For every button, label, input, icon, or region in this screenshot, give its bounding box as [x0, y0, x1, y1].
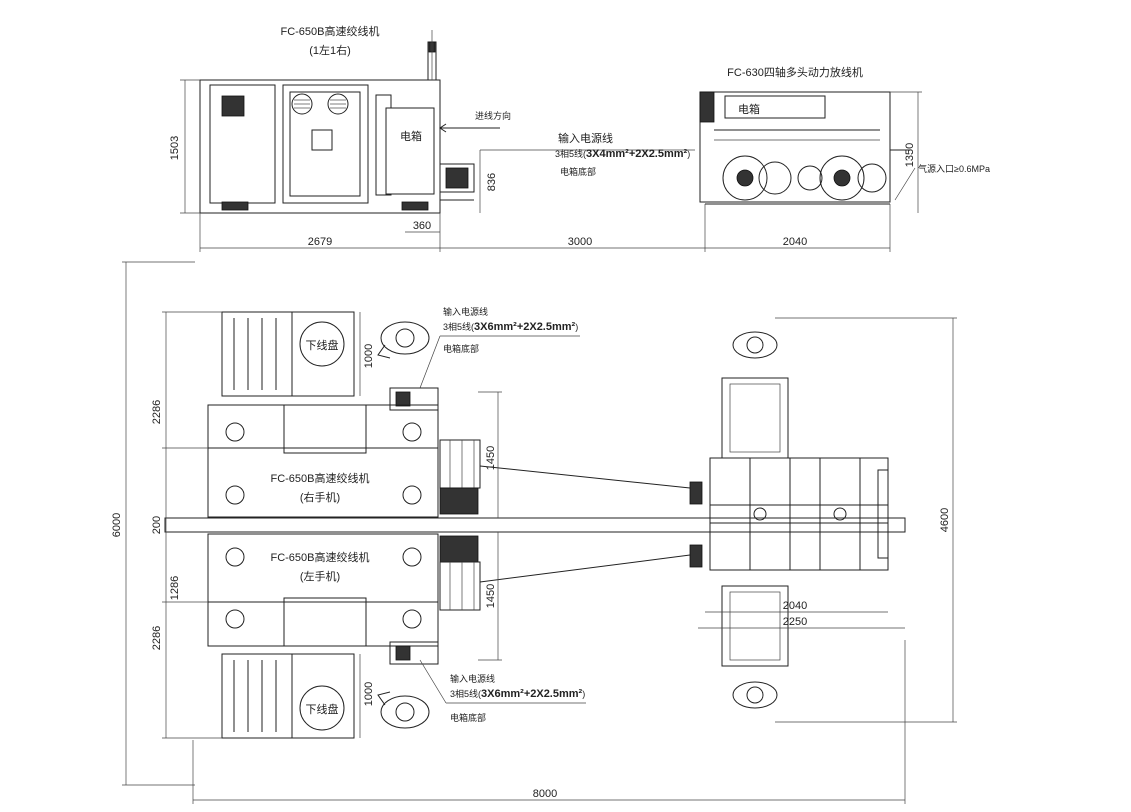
dim-2679: 2679	[308, 236, 332, 248]
dim-2250: 2250	[783, 616, 807, 628]
take-up-top-label: 下线盘	[306, 338, 339, 352]
side-box-bottom: 电箱底部	[560, 166, 596, 177]
dim-1000-top: 1000	[363, 344, 375, 368]
svg-text:FC-650B高速绞线机: FC-650B高速绞线机	[270, 550, 369, 564]
plan-power-callout-bottom: 输入电源线 3相5线(3X6mm²+2X2.5mm²) 电箱底部	[419, 659, 586, 723]
side-power-callout: 输入电源线 3相5线(3X4mm²+2X2.5mm²) 电箱底部	[480, 131, 695, 177]
dim-836: 836	[486, 173, 498, 191]
dim-2040-plan: 2040	[783, 600, 807, 612]
dim-1350: 1350	[904, 143, 916, 167]
dim-360: 360	[413, 220, 431, 232]
dim-1450-top: 1450	[485, 446, 497, 470]
dim-4600: 4600	[939, 508, 951, 532]
operator-bottom-icon	[377, 691, 430, 729]
dim-1450-bottom: 1450	[485, 584, 497, 608]
wire-direction-label: 进线方向	[475, 110, 511, 121]
svg-text:3相5线(3X6mm²+2X2.5mm²): 3相5线(3X6mm²+2X2.5mm²)	[443, 321, 578, 333]
dim-1503: 1503	[169, 136, 181, 160]
dim-6000: 6000	[111, 513, 123, 537]
operator-top-icon	[377, 321, 430, 359]
take-up-top: 下线盘	[221, 311, 355, 397]
dim-2040-side: 2040	[783, 236, 807, 248]
dim-1286: 1286	[169, 576, 181, 600]
twister-right-hand: FC-650B高速绞线机 (右手机)	[207, 387, 481, 518]
svg-text:输入电源线: 输入电源线	[450, 673, 495, 684]
side-dimensions: 1503 2679 3000 2040 360 836 1350	[169, 79, 922, 252]
svg-text:3相5线(3X6mm²+2X2.5mm²): 3相5线(3X6mm²+2X2.5mm²)	[450, 688, 585, 700]
svg-text:输入电源线: 输入电源线	[443, 306, 488, 317]
wire-line-top	[479, 465, 691, 489]
payoff-side-body: 电箱	[699, 91, 910, 205]
payoff-plan	[689, 331, 889, 709]
dim-8000: 8000	[533, 788, 557, 800]
payoff-title: FC-630四轴多头动力放线机	[727, 65, 863, 79]
svg-text:FC-650B高速绞线机: FC-650B高速绞线机	[270, 471, 369, 485]
twister-side-body: 电箱 进线方向	[199, 30, 511, 214]
take-up-bottom-label: 下线盘	[306, 702, 339, 716]
svg-text:(左手机): (左手机)	[300, 569, 340, 583]
twister-subtitle: (1左1右)	[309, 43, 351, 57]
dim-2286-top: 2286	[151, 400, 163, 424]
center-strip	[164, 517, 906, 533]
plan-power-callout-top: 输入电源线 3相5线(3X6mm²+2X2.5mm²) 电箱底部	[419, 306, 580, 389]
air-inlet-label: 气源入口≥0.6MPa	[918, 163, 990, 174]
payoff-elec-box: 电箱	[738, 102, 760, 116]
svg-text:(右手机): (右手机)	[300, 490, 340, 504]
svg-text:电箱底部: 电箱底部	[450, 712, 486, 723]
side-power-input: 输入电源线	[558, 131, 613, 145]
twister-title: FC-650B高速绞线机	[280, 24, 379, 38]
plan-view: 下线盘 输入电源线 3相5线(3X6mm²+2X2.5mm²) 电箱底部	[111, 261, 957, 804]
svg-text:电箱底部: 电箱底部	[443, 343, 479, 354]
dim-200: 200	[151, 516, 163, 534]
twister-left-hand: FC-650B高速绞线机 (左手机)	[207, 533, 481, 665]
side-power-spec: 3相5线(3X4mm²+2X2.5mm²)	[555, 148, 690, 160]
side-view: FC-650B高速绞线机 (1左1右) 电箱	[169, 24, 990, 252]
take-up-bottom: 下线盘	[221, 653, 355, 739]
plan-dimensions: 6000 2286 200 1286 2286 1000 1000 1450 1…	[111, 261, 957, 804]
side-elec-box-label: 电箱	[400, 129, 422, 143]
dim-3000: 3000	[568, 236, 592, 248]
wire-line-bottom	[479, 554, 691, 583]
dim-2286-bottom: 2286	[151, 626, 163, 650]
dim-1000-bottom: 1000	[363, 682, 375, 706]
